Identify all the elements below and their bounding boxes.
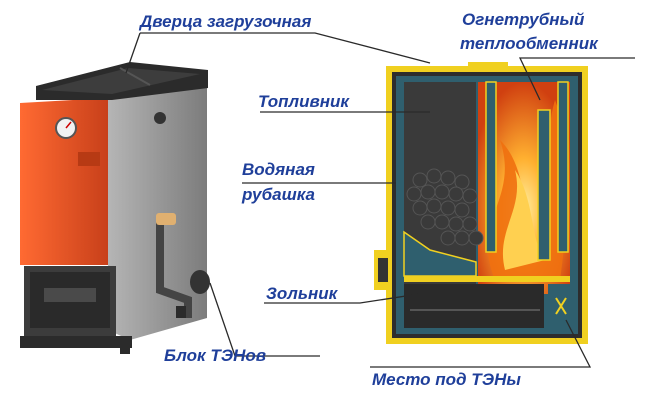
boiler-front-panel (20, 98, 108, 265)
leader-heater-block (209, 282, 320, 357)
leader-exchanger (518, 57, 635, 101)
label-loading-door: Дверца загрузочная (140, 12, 312, 31)
label-fire-tube-exchanger-line2: теплообменник (460, 34, 598, 53)
exchanger-tube (537, 109, 551, 261)
grate (404, 276, 570, 282)
gauge-icon (55, 117, 77, 139)
exchanger-tube (557, 81, 569, 253)
boiler-exterior (20, 62, 210, 354)
label-ash-pan: Зольник (266, 284, 338, 303)
exchanger-tube (485, 81, 497, 253)
label-heater-place: Место под ТЭНы (372, 370, 521, 389)
boiler-cross-section (374, 62, 588, 344)
boiler-side-panel (108, 85, 207, 340)
leader-lines (125, 32, 635, 368)
label-water-jacket-line2: рубашка (242, 185, 315, 204)
leader-loading-door-boiler (125, 32, 141, 74)
label-water-jacket-line1: Водяная (242, 160, 315, 179)
leader-loading-door (140, 32, 431, 64)
coal-pile (406, 168, 484, 246)
leader-ash-pan (264, 289, 446, 304)
label-fire-tube-exchanger-line1: Огнетрубный (462, 10, 585, 29)
boiler-base (20, 336, 132, 348)
boiler-logo-plate (78, 152, 100, 166)
leader-heater-place (370, 319, 592, 368)
label-heater-block: Блок ТЭНов (164, 346, 267, 365)
ash-pan-cavity (404, 284, 544, 328)
label-firebox: Топливник (258, 92, 350, 111)
heater-element-icon (190, 270, 210, 294)
boiler-pipe (156, 222, 192, 318)
